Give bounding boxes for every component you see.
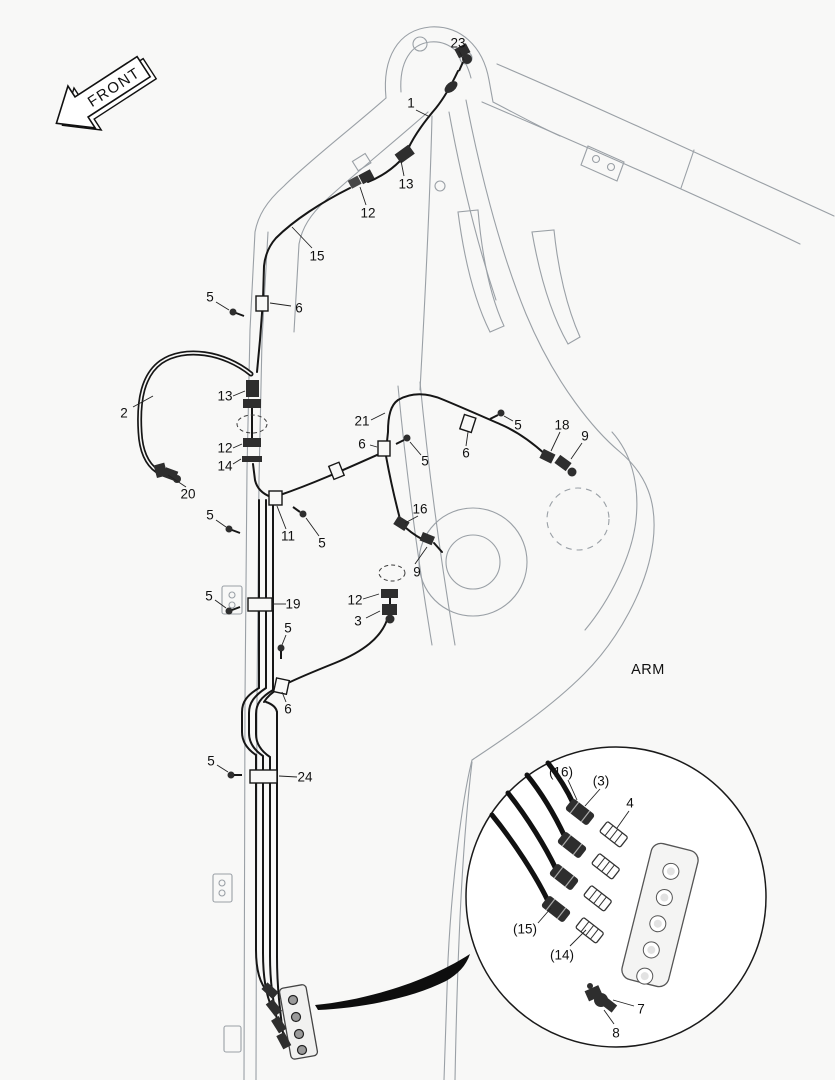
front-arrow: FRONT <box>55 55 158 131</box>
callout-24: 24 <box>297 769 313 785</box>
callout-5: 5 <box>206 289 214 305</box>
piping-lines <box>137 70 547 1041</box>
callout-7: 7 <box>637 1001 645 1017</box>
machine-outline <box>212 26 835 1080</box>
callout-11: 11 <box>280 528 296 544</box>
callout-12: 12 <box>217 440 233 456</box>
callout-5: 5 <box>514 417 522 433</box>
callout-21: 21 <box>354 413 370 429</box>
detail-view <box>465 746 767 1048</box>
callout-23: 23 <box>450 35 466 51</box>
callout-12: 12 <box>360 205 376 221</box>
detail-circle <box>465 746 767 1048</box>
leader-lines <box>132 50 583 778</box>
callout-9: 9 <box>413 564 421 580</box>
callout-3: (3) <box>592 773 610 789</box>
callout-6: 6 <box>284 701 292 717</box>
callout-5: 5 <box>318 535 326 551</box>
fittings <box>153 43 577 1060</box>
detail-pointer-swoosh <box>315 954 470 1010</box>
callout-1: 1 <box>407 95 415 111</box>
callout-13: 13 <box>398 176 414 192</box>
callout-16: (16) <box>548 764 574 780</box>
callout-20: 20 <box>180 486 196 502</box>
callout-13: 13 <box>217 388 233 404</box>
callout-12: 12 <box>347 592 363 608</box>
callout-5: 5 <box>284 620 292 636</box>
callout-15: 15 <box>309 248 325 264</box>
callout-5: 5 <box>421 453 429 469</box>
callout-15: (15) <box>512 921 538 937</box>
arm-label: ARM <box>631 662 665 678</box>
callout-14: (14) <box>549 947 575 963</box>
callout-5: 5 <box>206 507 214 523</box>
callout-18: 18 <box>554 417 570 433</box>
callout-6: 6 <box>295 300 303 316</box>
callout-6: 6 <box>358 436 366 452</box>
callout-5: 5 <box>207 753 215 769</box>
callout-16: 16 <box>412 501 428 517</box>
callout-14: 14 <box>217 458 233 474</box>
manifold-block <box>621 842 699 988</box>
callout-5: 5 <box>205 588 213 604</box>
callout-8: 8 <box>612 1025 620 1041</box>
front-arrow-shape <box>55 55 152 129</box>
callout-3: 3 <box>354 613 362 629</box>
callout-2: 2 <box>120 405 128 421</box>
callout-6: 6 <box>462 445 470 461</box>
callout-19: 19 <box>285 596 301 612</box>
callout-4: 4 <box>626 795 634 811</box>
callout-9: 9 <box>581 428 589 444</box>
